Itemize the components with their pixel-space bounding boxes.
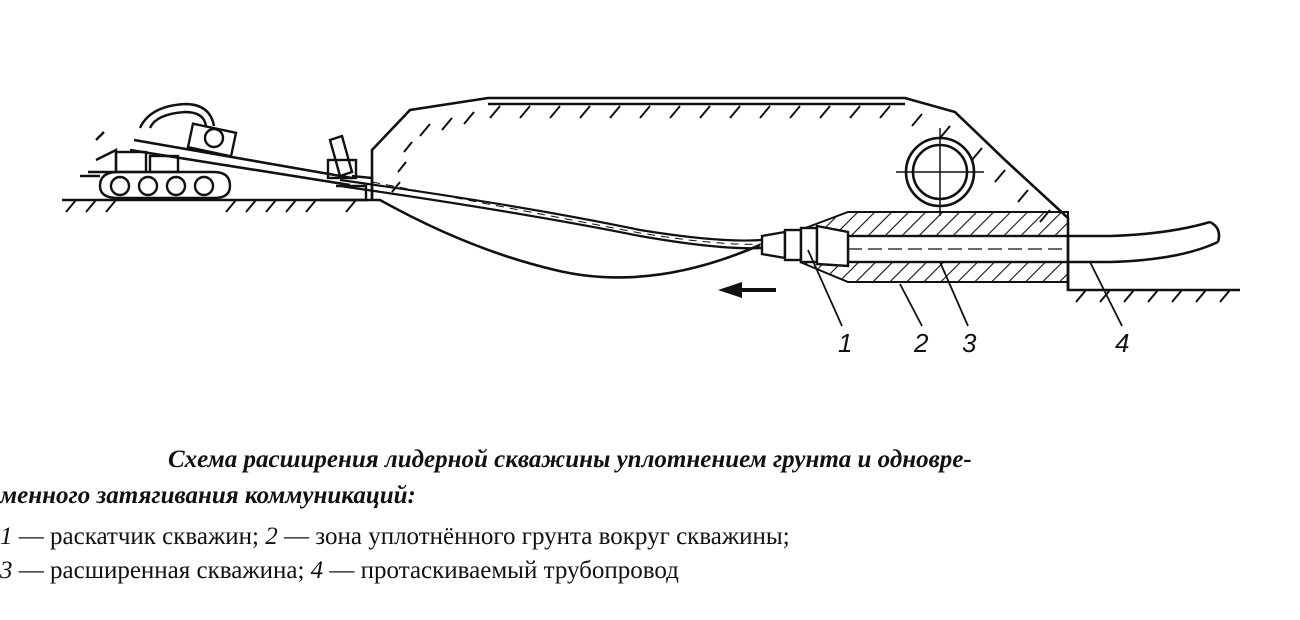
callout-3: 3 xyxy=(962,328,977,358)
drill-string xyxy=(339,178,763,250)
caption-title-line1: Схема расширения лидерной скважины уплот… xyxy=(168,446,972,473)
scheme-drawing xyxy=(62,96,1240,327)
pipeline xyxy=(1068,220,1221,264)
compacted-zone xyxy=(799,211,1069,283)
legend-num: 4 xyxy=(310,557,324,584)
exit-pit xyxy=(1066,236,1240,292)
callout-1: 1 xyxy=(838,328,853,358)
roller-expander xyxy=(760,224,850,268)
pull-direction-arrow-icon xyxy=(718,282,776,298)
legend-row: 3 — расширенная скважина; 4 — протаскива… xyxy=(0,554,1296,588)
ground-left-hatch xyxy=(65,199,357,213)
widened-bore xyxy=(846,234,1070,264)
embankment-hatch xyxy=(391,105,1051,223)
legend-row: 1 — раскатчик скважин; 2 — зона уплотнён… xyxy=(0,520,1296,554)
legend-num: 3 xyxy=(0,557,13,584)
legend-text: — раскатчик скважин; xyxy=(12,523,266,550)
embankment xyxy=(370,96,1070,279)
caption-title: Схема расширения лидерной скважины уплот… xyxy=(0,442,1296,514)
existing-pipe-icon xyxy=(896,128,984,216)
tracked-drilling-rig-icon xyxy=(80,102,374,202)
callout-4: 4 xyxy=(1115,328,1130,358)
caption-title-line2: менного затягивания коммуникаций: xyxy=(0,482,416,509)
callout-2: 2 xyxy=(914,328,929,358)
leader-lines xyxy=(807,249,1123,327)
legend-num: 1 xyxy=(0,523,13,550)
legend-text: — зона уплотнённого грунта вокруг скважи… xyxy=(277,523,790,550)
figure-caption: Схема расширения лидерной скважины уплот… xyxy=(0,442,1296,588)
caption-legend: 1 — раскатчик скважин; 2 — зона уплотнён… xyxy=(0,520,1296,588)
legend-text: — расширенная скважина; xyxy=(12,557,311,584)
legend-num: 2 xyxy=(265,523,278,550)
pit-hatch xyxy=(1075,289,1231,303)
legend-text: — протаскиваемый трубопровод xyxy=(323,557,679,584)
